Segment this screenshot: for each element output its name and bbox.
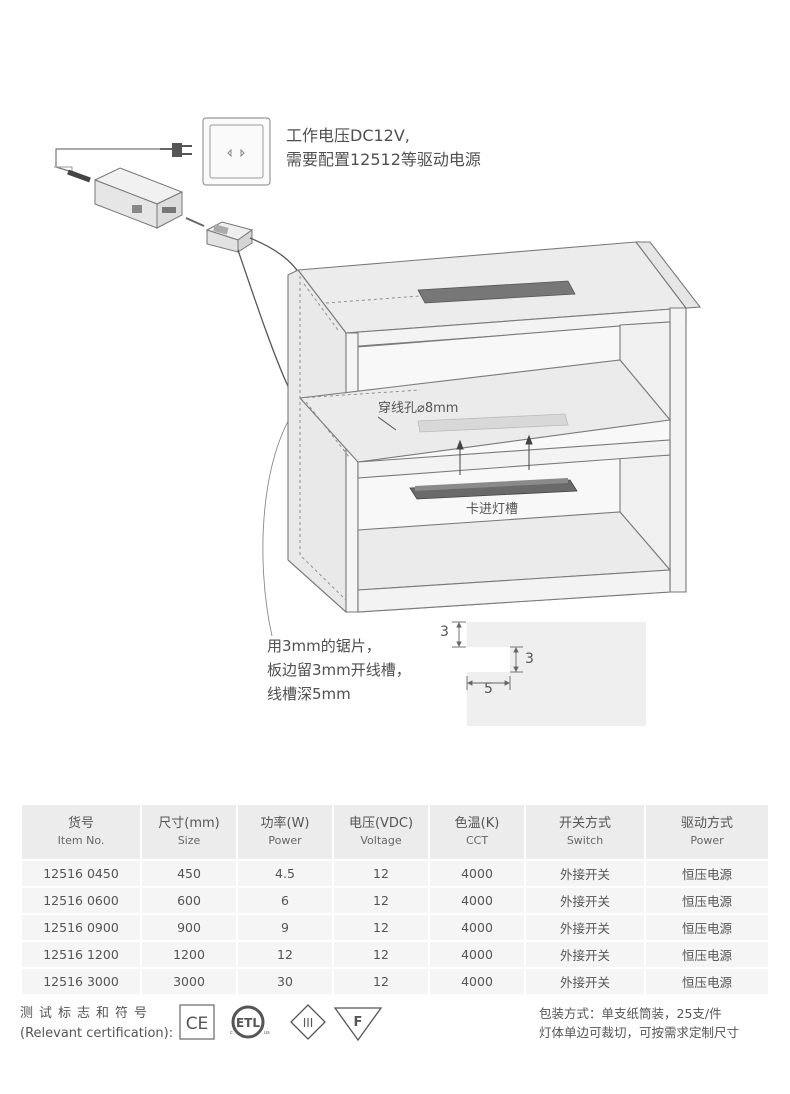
- hidden-edges: [299, 276, 421, 601]
- installation-diagram: [54, 117, 702, 726]
- cell-size: 1200: [140, 940, 238, 969]
- svg-text:us: us: [264, 1030, 270, 1036]
- dim-groove-depth: 5: [484, 681, 493, 697]
- cell-driver: 恒压电源: [644, 859, 770, 888]
- table-row: 12516 3000 3000 30 12 4000 外接开关 恒压电源: [20, 967, 770, 996]
- junction-box-icon: [205, 221, 254, 253]
- arrow-up-icons: [456, 434, 533, 475]
- cell-switch: 外接开关: [524, 967, 646, 996]
- cell-cct: 4000: [428, 913, 526, 942]
- table-row: 12516 0450 450 4.5 12 4000 外接开关 恒压电源: [20, 859, 770, 888]
- dim-edge-margin: 3: [440, 624, 449, 640]
- plug-icon: [54, 143, 192, 173]
- cell-cct: 4000: [428, 886, 526, 915]
- clip-in-label: 卡进灯槽: [466, 502, 519, 517]
- cabinet-illustration: [287, 241, 702, 614]
- cell-power: 12: [236, 940, 334, 969]
- header-size: 尺寸(mm)Size: [140, 803, 238, 861]
- packaging-line1: 包装方式：单支纸筒装，25支/件: [539, 1006, 722, 1021]
- wall-socket-icon: [202, 117, 271, 186]
- f-mark-icon: F: [333, 1007, 383, 1042]
- cell-cct: 4000: [428, 940, 526, 969]
- svg-text:CE: CE: [186, 1014, 209, 1034]
- cell-driver: 恒压电源: [644, 913, 770, 942]
- certification-label-en: (Relevant certification):: [20, 1026, 174, 1041]
- cell-voltage: 12: [332, 940, 430, 969]
- cell-switch: 外接开关: [524, 886, 646, 915]
- cell-size: 450: [140, 859, 238, 888]
- cell-cct: 4000: [428, 859, 526, 888]
- certification-label: 测试标志和符号 (Relevant certification):: [20, 1004, 173, 1044]
- cell-voltage: 12: [332, 913, 430, 942]
- cell-size: 900: [140, 913, 238, 942]
- etl-mark-icon: ETL c us: [230, 1005, 270, 1039]
- svg-text:c: c: [230, 1030, 233, 1036]
- cell-size: 600: [140, 886, 238, 915]
- led-light-bar-icon: [417, 280, 576, 304]
- cell-power: 6: [236, 886, 334, 915]
- header-power: 功率(W)Power: [236, 803, 334, 861]
- cell-item-no: 12516 3000: [20, 967, 142, 996]
- svg-text:F: F: [354, 1015, 363, 1030]
- saw-note-line3: 线槽深5mm: [267, 685, 351, 703]
- header-voltage: 电压(VDC)Voltage: [332, 803, 430, 861]
- saw-note-line1: 用3mm的锯片，: [267, 637, 381, 655]
- cell-switch: 外接开关: [524, 913, 646, 942]
- power-adapter-icon: [67, 167, 205, 229]
- svg-text:III: III: [303, 1016, 314, 1030]
- cell-power: 4.5: [236, 859, 334, 888]
- cell-switch: 外接开关: [524, 940, 646, 969]
- cell-item-no: 12516 1200: [20, 940, 142, 969]
- packaging-line2: 灯体单边可裁切，可按需求定制尺寸: [539, 1025, 740, 1040]
- table-row: 12516 0900 900 9 12 4000 外接开关 恒压电源: [20, 913, 770, 942]
- cell-driver: 恒压电源: [644, 940, 770, 969]
- cell-driver: 恒压电源: [644, 967, 770, 996]
- led-bar-slot-icon: [409, 478, 578, 500]
- voltage-note-line2: 需要配置12512等驱动电源: [286, 150, 481, 169]
- cell-power: 9: [236, 913, 334, 942]
- table-row: 12516 0600 600 6 12 4000 外接开关 恒压电源: [20, 886, 770, 915]
- dim-groove-width: 3: [525, 651, 534, 667]
- saw-note-line2: 板边留3mm开线槽，: [267, 661, 411, 679]
- cell-item-no: 12516 0600: [20, 886, 142, 915]
- cell-item-no: 12516 0900: [20, 913, 142, 942]
- cell-item-no: 12516 0450: [20, 859, 142, 888]
- table-row: 12516 1200 1200 12 12 4000 外接开关 恒压电源: [20, 940, 770, 969]
- cell-voltage: 12: [332, 886, 430, 915]
- cell-switch: 外接开关: [524, 859, 646, 888]
- ce-mark-icon: CE: [179, 1004, 215, 1040]
- certification-marks: CE ETL c us III F: [179, 1004, 383, 1042]
- svg-text:ETL: ETL: [236, 1016, 260, 1030]
- voltage-note-line1: 工作电压DC12V,: [286, 126, 410, 145]
- cell-size: 3000: [140, 967, 238, 996]
- cell-cct: 4000: [428, 967, 526, 996]
- hole-pointer: [377, 416, 397, 431]
- saw-note: 用3mm的锯片， 板边留3mm开线槽， 线槽深5mm: [267, 634, 411, 706]
- voltage-note: 工作电压DC12V, 需要配置12512等驱动电源: [286, 124, 481, 172]
- groove-cross-section: [452, 621, 646, 726]
- certification-label-zh: 测试标志和符号: [20, 1006, 154, 1021]
- wire-hole-label: 穿线孔⌀8mm: [378, 401, 459, 416]
- led-light-bar-lit: [417, 413, 569, 433]
- cell-voltage: 12: [332, 967, 430, 996]
- header-cct: 色温(K)CCT: [428, 803, 526, 861]
- class-iii-mark-icon: III: [290, 1004, 326, 1040]
- packaging-note: 包装方式：单支纸筒装，25支/件 灯体单边可裁切，可按需求定制尺寸: [539, 1004, 739, 1042]
- cell-voltage: 12: [332, 859, 430, 888]
- cell-power: 30: [236, 967, 334, 996]
- cell-driver: 恒压电源: [644, 886, 770, 915]
